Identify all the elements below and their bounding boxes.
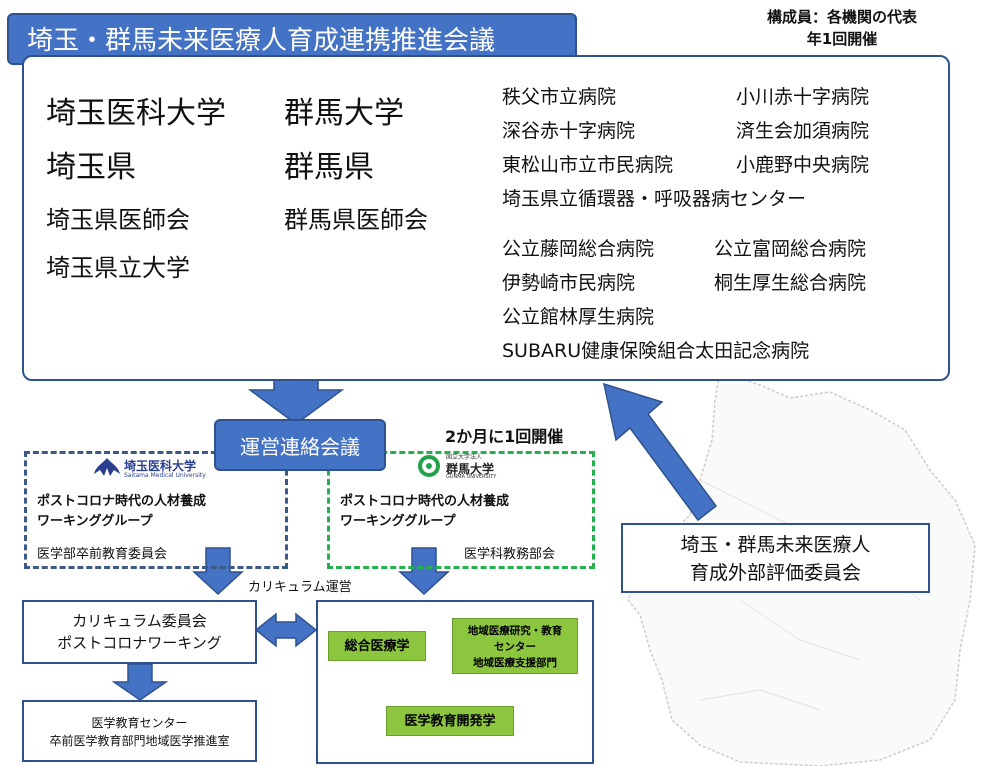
member-saitama-prefectural-university: 埼玉県立大学 xyxy=(46,254,190,282)
hospital-name: 公立富岡総合病院 xyxy=(714,238,867,260)
hospital-row: 公立藤岡総合病院 公立富岡総合病院 xyxy=(502,232,866,266)
hospital-list-gunma: 公立藤岡総合病院 公立富岡総合病院 伊勢崎市民病院 桐生厚生総合病院 公立館林厚生病… xyxy=(502,232,866,368)
gunma-logo-top: 国立大学法人 xyxy=(446,454,483,461)
hospital-row: 秩父市立病院 小川赤十字病院 xyxy=(502,80,869,114)
gunma-committee: 医学科教務部会 xyxy=(464,547,556,562)
double-arrow-horizontal xyxy=(254,612,318,648)
gunma-wg-line2: ワーキンググループ xyxy=(340,514,456,529)
node-medical-education-development: 医学教育開発学 xyxy=(386,706,514,736)
hospital-row: 埼玉県立循環器・呼吸器病センター xyxy=(502,182,869,216)
node-regional-medicine: 地域医療研究・教育 センター 地域医療支援部門 xyxy=(452,618,578,674)
curriculum-operation-label: カリキュラム運営 xyxy=(248,580,352,595)
node-general-medicine: 総合医療学 xyxy=(328,631,426,661)
member-gunma-prefecture: 群馬県 xyxy=(284,150,374,185)
hospital-name: 伊勢崎市民病院 xyxy=(502,272,636,294)
member-saitama-medical-university: 埼玉医科大学 xyxy=(46,96,226,131)
hospital-name: 桐生厚生総合病院 xyxy=(714,272,867,294)
hospital-name: 済生会加須病院 xyxy=(736,120,870,142)
arrow-evaluation-to-council xyxy=(602,382,718,522)
saitama-logo-name: 埼玉医科大学 xyxy=(124,459,197,473)
curriculum-committee-line2: ポストコロナワーキング xyxy=(57,634,222,652)
member-gunma-medical-association: 群馬県医師会 xyxy=(284,206,428,234)
saitama-working-group xyxy=(24,451,288,569)
gunma-working-group xyxy=(327,451,595,569)
education-center-box: 医学教育センター 卒前医学教育部門地域医学推進室 xyxy=(22,700,257,762)
education-center-line1: 医学教育センター xyxy=(91,716,188,730)
hospital-name: 公立藤岡総合病院 xyxy=(502,238,655,260)
saitama-medical-university-logo: 埼玉医科大学 Saitama Medical University xyxy=(92,456,206,482)
liaison-meeting: 運営連絡会議 xyxy=(214,419,386,471)
gunma-logo-name: 群馬大学 xyxy=(446,462,495,476)
hospital-name: 秩父市立病院 xyxy=(502,86,617,108)
hospital-row: 公立館林厚生病院 xyxy=(502,300,866,334)
hospital-row: 東松山市立市民病院 小鹿野中央病院 xyxy=(502,148,869,182)
gunma-wg-title: ポストコロナ時代の人材養成 ワーキンググループ xyxy=(340,492,509,532)
evaluation-line2: 育成外部評価委員会 xyxy=(689,562,861,584)
hospital-row: SUBARU健康保険組合太田記念病院 xyxy=(502,334,866,368)
gunma-logo-icon xyxy=(418,455,440,477)
saitama-wg-line1: ポストコロナ時代の人材養成 xyxy=(37,494,207,509)
hospital-name: 小鹿野中央病院 xyxy=(736,154,870,176)
hospital-name: 東松山市立市民病院 xyxy=(502,154,674,176)
regional-line3: 地域医療支援部門 xyxy=(473,657,557,669)
saitama-wg-title: ポストコロナ時代の人材養成 ワーキンググループ xyxy=(37,492,206,532)
regional-line1: 地域医療研究・教育 xyxy=(467,625,563,637)
hospital-name: SUBARU健康保険組合太田記念病院 xyxy=(502,340,810,362)
hospital-name: 公立館林厚生病院 xyxy=(502,306,655,328)
gunma-logo-en: GUNMA UNIVERSITY xyxy=(446,474,497,480)
hospital-row: 深谷赤十字病院 済生会加須病院 xyxy=(502,114,869,148)
external-evaluation-committee: 埼玉・群馬未来医療人 育成外部評価委員会 xyxy=(621,523,930,593)
arrow-saitama-down xyxy=(192,547,244,596)
regional-line2: センター xyxy=(494,641,536,653)
council-members-box xyxy=(22,55,950,381)
member-saitama-medical-association: 埼玉県医師会 xyxy=(46,206,190,234)
members-note-line1: 構成員：各機関の代表 xyxy=(766,8,917,26)
hospital-row: 伊勢崎市民病院 桐生厚生総合病院 xyxy=(502,266,866,300)
saitama-logo-icon xyxy=(94,458,120,476)
evaluation-line1: 埼玉・群馬未来医療人 xyxy=(680,534,871,556)
hospital-name: 深谷赤十字病院 xyxy=(502,120,636,142)
arrow-gunma-down xyxy=(398,547,450,596)
member-saitama-prefecture: 埼玉県 xyxy=(46,150,136,185)
gunma-wg-line1: ポストコロナ時代の人材養成 xyxy=(340,494,510,509)
members-note: 構成員：各機関の代表 年1回開催 xyxy=(767,6,917,50)
member-gunma-university: 群馬大学 xyxy=(284,96,404,131)
arrow-curriculum-down xyxy=(111,663,169,701)
saitama-committee: 医学部卒前教育委員会 xyxy=(37,547,168,562)
curriculum-committee-line1: カリキュラム委員会 xyxy=(72,612,207,630)
hospital-name: 埼玉県立循環器・呼吸器病センター xyxy=(502,188,807,210)
members-note-line2: 年1回開催 xyxy=(806,30,878,48)
curriculum-committee-box: カリキュラム委員会 ポストコロナワーキング xyxy=(22,600,257,664)
education-center-line2: 卒前医学教育部門地域医学推進室 xyxy=(49,734,230,748)
saitama-logo-en: Saitama Medical University xyxy=(124,472,206,479)
hospital-list-saitama: 秩父市立病院 小川赤十字病院 深谷赤十字病院 済生会加須病院 東松山市立市民病院 小鹿… xyxy=(502,80,869,216)
liaison-frequency: 2か月に1回開催 xyxy=(445,427,564,446)
gunma-university-logo: 国立大学法人 群馬大学 GUNMA UNIVERSITY xyxy=(418,454,496,481)
hospital-name: 小川赤十字病院 xyxy=(736,86,870,108)
saitama-wg-line2: ワーキンググループ xyxy=(37,514,153,529)
